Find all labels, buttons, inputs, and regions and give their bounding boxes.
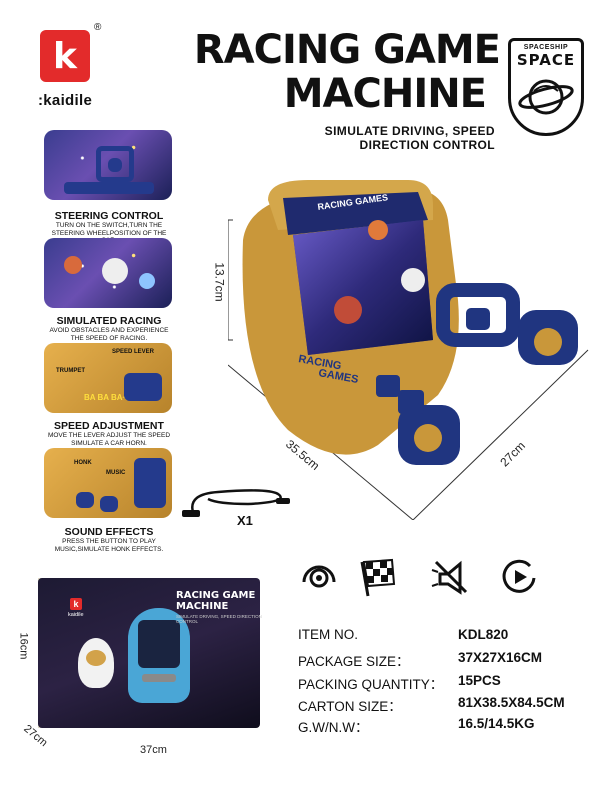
music-label: MUSIC bbox=[106, 470, 126, 476]
subtitle-line-1: SIMULATE DRIVING, SPEED bbox=[324, 124, 495, 138]
spec-row: PACKAGE SIZE： 37X27X16CM bbox=[298, 650, 598, 669]
feature-desc: MOVE THE LEVER ADJUST THE SPEED SIMULATE… bbox=[47, 432, 171, 447]
package-title-2: MACHINE bbox=[176, 601, 229, 612]
brand-logo: k bbox=[40, 30, 90, 82]
steering-wheel-icon bbox=[302, 565, 336, 588]
spec-row: G.W/N.W： 16.5/14.5KG bbox=[298, 716, 598, 735]
feature-title: SPEED ADJUSTMENT bbox=[54, 420, 164, 432]
feature-title: SIMULATED RACING bbox=[56, 315, 162, 327]
feature-desc: PRESS THE BUTTON TO PLAY MUSIC,SIMULATE … bbox=[54, 538, 164, 553]
subtitle: SIMULATE DRIVING, SPEED DIRECTION CONTRO… bbox=[270, 124, 495, 152]
feature-image-racing bbox=[44, 238, 172, 308]
spec-label: ITEM NO. bbox=[298, 627, 358, 642]
package-title: RACING GAME MACHINE bbox=[176, 590, 266, 612]
spec-label: CARTON SIZE： bbox=[298, 699, 402, 714]
spec-value: 37X27X16CM bbox=[458, 650, 543, 665]
spec-label: PACKING QUANTITY： bbox=[298, 677, 444, 692]
honk-label: HONK bbox=[74, 460, 92, 466]
package-title-1: RACING GAME bbox=[176, 590, 256, 601]
badge-top-text: SPACESHIP bbox=[523, 44, 569, 51]
spec-row: ITEM NO. KDL820 bbox=[298, 627, 598, 645]
spec-row: CARTON SIZE： 81X38.5X84.5CM bbox=[298, 695, 598, 714]
checkered-flag-icon bbox=[360, 558, 396, 597]
title-line-2: MACHINE bbox=[283, 71, 487, 117]
spec-label: PACKAGE SIZE： bbox=[298, 654, 410, 669]
brand-name: :kaidile bbox=[38, 92, 93, 109]
package-logo: k bbox=[70, 598, 82, 610]
product-image: RACING GAMES RACING GAMES bbox=[228, 180, 589, 520]
play-icon bbox=[502, 559, 536, 593]
registered-mark: ® bbox=[94, 22, 102, 33]
feature-image-speed: SPEED LEVER TRUMPET BA BA BA~ bbox=[44, 343, 172, 413]
page-title: RACING GAME MACHINE bbox=[150, 27, 501, 117]
spec-value: 81X38.5X84.5CM bbox=[458, 695, 565, 710]
feature-desc: AVOID OBSTACLES AND EXPERIENCE THE SPEED… bbox=[49, 327, 169, 342]
sound-label: BA BA BA~ bbox=[84, 393, 128, 402]
package-box bbox=[38, 578, 260, 728]
feature-image-steering bbox=[44, 130, 172, 200]
title-line-1: RACING GAME bbox=[193, 27, 501, 73]
cable-quantity: X1 bbox=[237, 513, 253, 528]
spec-value: 16.5/14.5KG bbox=[458, 716, 535, 731]
spec-value: KDL820 bbox=[458, 627, 509, 642]
feature-title: SOUND EFFECTS bbox=[64, 526, 154, 538]
spaceship-badge: SPACESHIP SPACE bbox=[508, 38, 584, 136]
subtitle-line-2: DIRECTION CONTROL bbox=[359, 138, 495, 152]
spec-label: G.W/N.W： bbox=[298, 720, 369, 735]
package-length: 37cm bbox=[140, 744, 167, 756]
package-height: 16cm bbox=[17, 632, 30, 660]
spec-value: 15PCS bbox=[458, 673, 501, 688]
sound-icon bbox=[431, 560, 468, 595]
badge-main-text: SPACE bbox=[516, 51, 576, 69]
package-brand: kaidile bbox=[68, 612, 84, 618]
spec-row: PACKING QUANTITY： 15PCS bbox=[298, 673, 598, 692]
feature-title: STEERING CONTROL bbox=[54, 210, 164, 222]
package-subtitle: SIMULATE DRIVING, SPEED DIRECTION CONTRO… bbox=[176, 614, 262, 624]
feature-image-sound: HONK MUSIC bbox=[44, 448, 172, 518]
usb-cable-image bbox=[182, 489, 290, 517]
speed-lever-label: SPEED LEVER bbox=[112, 349, 155, 355]
planet-icon bbox=[518, 79, 574, 115]
dimension-height: 13.7cm bbox=[212, 262, 227, 302]
trumpet-label: TRUMPET bbox=[56, 368, 85, 374]
